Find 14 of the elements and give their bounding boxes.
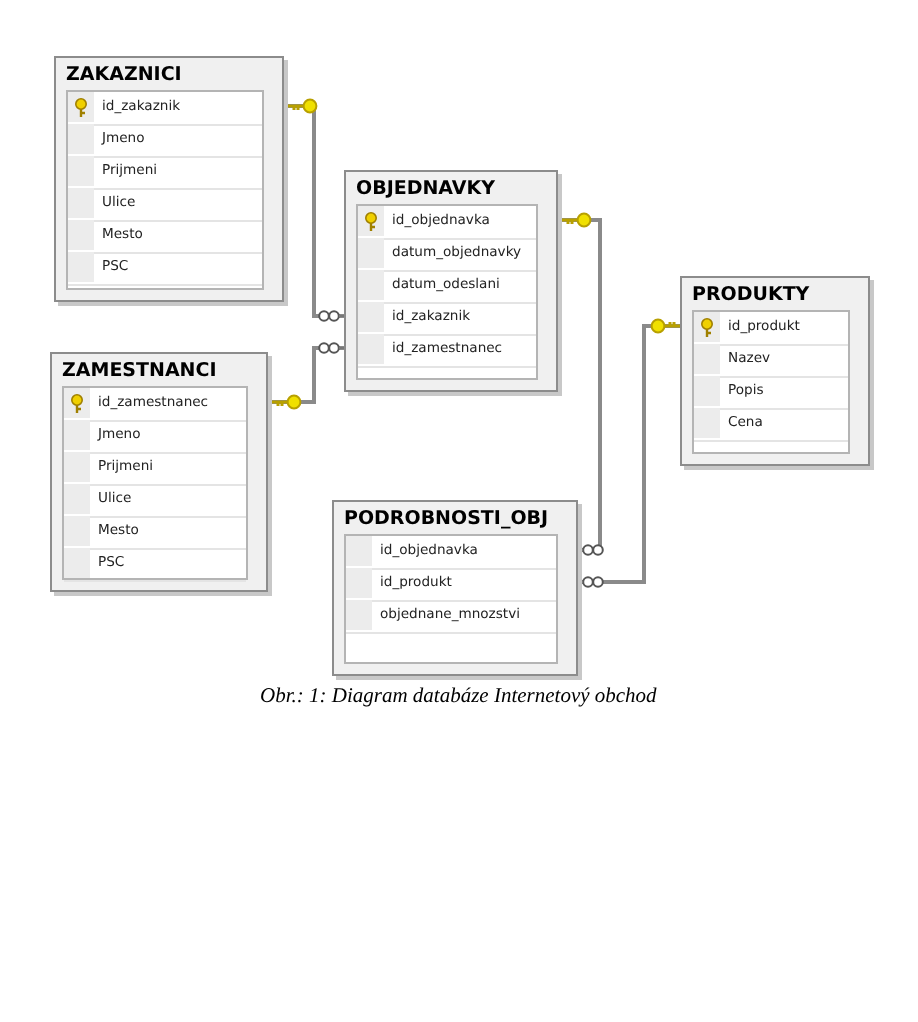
table-title: ZAMESTNANCI <box>62 360 217 382</box>
table-title: OBJEDNAVKY <box>356 178 495 200</box>
table-box <box>54 56 284 302</box>
figure-caption: Obr.: 1: Diagram databáze Internetový obchod <box>260 686 657 708</box>
table-title: ZAKAZNICI <box>66 64 182 86</box>
table-box <box>50 352 268 592</box>
relationship-line <box>560 212 604 556</box>
table-box <box>344 170 558 392</box>
relationship-line <box>270 342 347 410</box>
table-title: PRODUKTY <box>692 284 810 306</box>
table-box <box>332 500 578 676</box>
table-box <box>680 276 870 466</box>
table-title: PODROBNOSTI_OBJ <box>344 508 549 530</box>
relationship-line <box>286 98 347 322</box>
